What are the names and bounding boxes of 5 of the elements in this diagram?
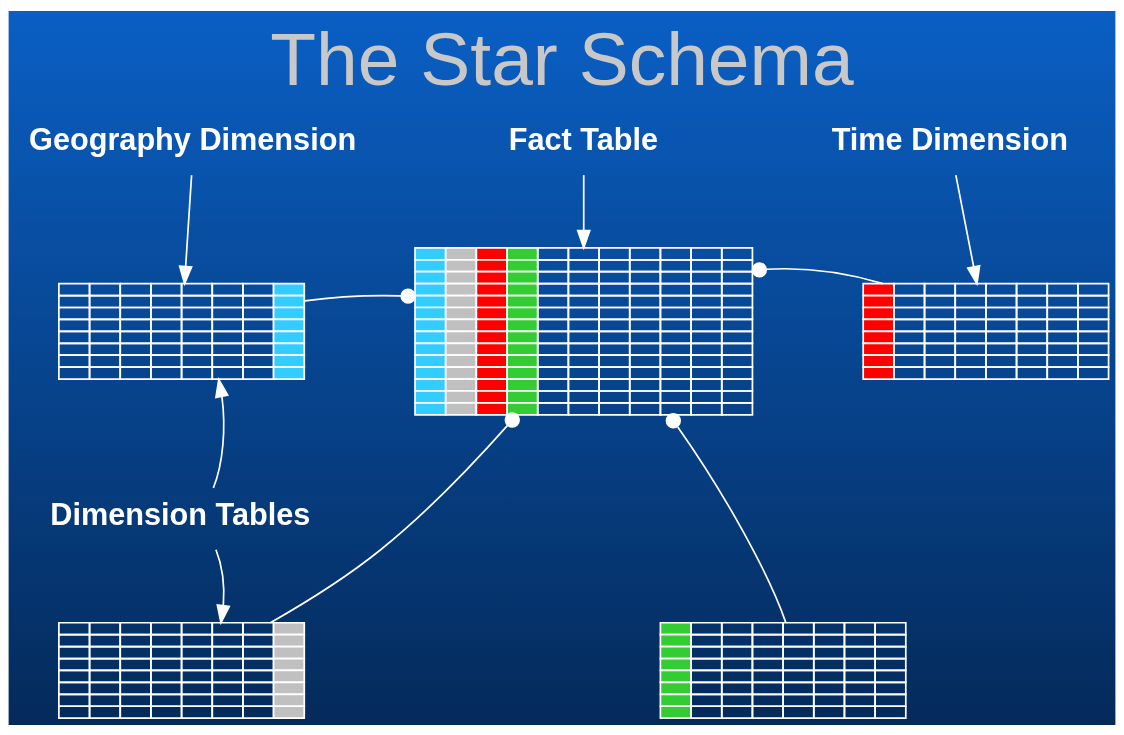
node-text: Time Dimension (831, 121, 1068, 156)
diagram-title: The Star Schema (270, 16, 854, 101)
node-text: Dimension Tables (50, 496, 311, 531)
node-text: Geography Dimension (29, 121, 357, 156)
node-text: Fact Table (508, 121, 659, 156)
